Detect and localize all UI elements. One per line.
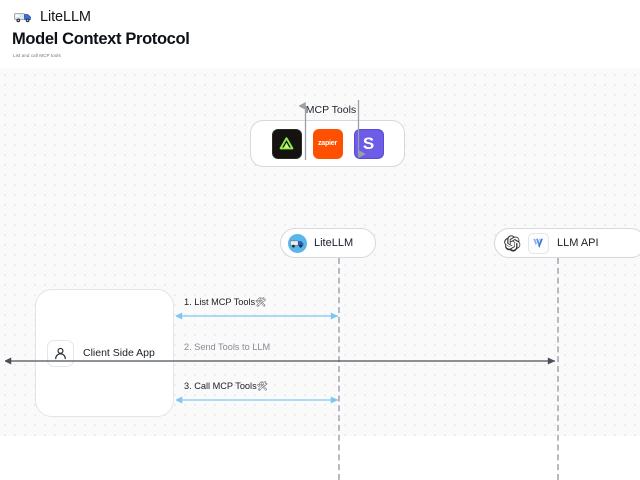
message-2[interactable]: 2. Send Tools to LLM: [5, 342, 561, 368]
letter-s-label: S: [362, 134, 375, 153]
mcp-tools-group[interactable]: zapier S: [250, 120, 405, 167]
node-litellm-label: LiteLLM: [314, 237, 354, 249]
zapier-label: zapier: [317, 140, 338, 147]
node-litellm[interactable]: LiteLLM: [280, 228, 376, 258]
brand: LiteLLM: [14, 7, 91, 27]
tools-emoji-icon: 🛠: [255, 297, 267, 307]
page-subtitle: List and call MCP tools: [13, 53, 61, 58]
vertex-ai-icon: [528, 232, 549, 254]
message-2-label: 2. Send Tools to LLM: [184, 342, 271, 352]
litellm-truck-logo-icon: [14, 10, 33, 24]
page-title: Model Context Protocol: [12, 30, 190, 48]
lifeline-litellm: [338, 258, 340, 480]
lifeline-llm-api: [557, 258, 559, 480]
message-3-text: 3. Call MCP Tools: [184, 381, 257, 391]
message-3[interactable]: 3. Call MCP Tools🛠: [176, 381, 344, 407]
diagram-canvas: MCP Tools zapier S: [0, 68, 640, 480]
zapier-tool-icon[interactable]: zapier: [312, 128, 343, 159]
arrow-mcp-to-litellm: [352, 99, 366, 166]
message-3-arrow: [176, 396, 339, 404]
litellm-avatar-icon: [288, 233, 307, 253]
message-1-arrow: [176, 312, 339, 320]
node-client-side-app-label: Client Side App: [83, 347, 155, 359]
node-client-side-app[interactable]: Client Side App: [35, 289, 174, 417]
message-3-label: 3. Call MCP Tools🛠: [184, 381, 268, 392]
brand-name: LiteLLM: [40, 9, 91, 25]
arrow-litellm-to-mcp: [298, 99, 313, 166]
message-1[interactable]: 1. List MCP Tools🛠: [176, 297, 344, 323]
node-llm-api-label: LLM API: [557, 237, 599, 249]
message-2-arrow: [5, 357, 556, 365]
message-1-text: 1. List MCP Tools: [184, 297, 256, 307]
tools-emoji-icon: 🛠: [256, 381, 269, 391]
openai-icon: [503, 234, 522, 253]
node-llm-api[interactable]: LLM API: [494, 228, 640, 258]
mcp-diagram-page: LiteLLM Model Context Protocol List and …: [0, 7, 640, 480]
dark-triangle-tool-icon[interactable]: [271, 128, 302, 159]
message-1-label: 1. List MCP Tools🛠: [184, 297, 267, 308]
mcp-tools-group-label: MCP Tools: [305, 104, 357, 116]
